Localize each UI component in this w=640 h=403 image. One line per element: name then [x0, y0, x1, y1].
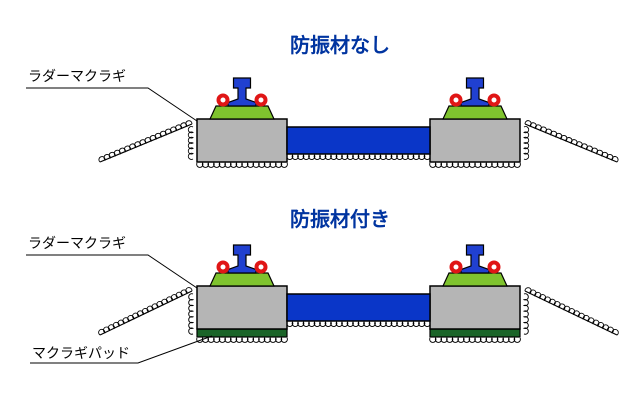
leader-line-sleeper — [26, 87, 198, 122]
section-title-with-damping: 防振材付き — [290, 209, 390, 231]
sleeper-block-right — [429, 285, 521, 330]
sleeper-block-left — [196, 285, 288, 330]
ground-hatching-under-left-pad — [196, 336, 288, 343]
ground-hatching-slope-right — [524, 120, 619, 163]
section-title-without-damping: 防振材なし — [290, 35, 390, 57]
ground-hatching-slope-left — [98, 287, 193, 336]
ground-hatching-slope-left — [98, 120, 193, 163]
label-ladder-sleeper-top: ラダーマクラギ — [28, 68, 126, 84]
ground-hatching-edge-right — [523, 126, 530, 160]
ladder-beam — [286, 126, 431, 155]
sleeper-pad-right — [429, 328, 521, 338]
ground-hatching-under-beam — [286, 154, 431, 160]
ground-slope-right — [524, 290, 618, 336]
ladder-beam — [286, 293, 431, 322]
ground-slope-left — [99, 290, 193, 336]
rail-assembly-left — [208, 76, 276, 121]
leader-line-sleeper — [26, 254, 198, 289]
ground-hatching-edge-left — [187, 126, 194, 160]
leader-line-pad — [30, 335, 213, 364]
ground-hatching-edge-right — [522, 293, 529, 335]
sleeper-block-right — [429, 118, 521, 163]
top-diagram — [26, 76, 619, 168]
bottom-diagram — [26, 243, 619, 364]
label-ladder-sleeper-bottom: ラダーマクラギ — [28, 235, 126, 251]
ground-hatching-under-beam — [286, 321, 431, 327]
label-sleeper-pad: マクラギパッド — [32, 345, 130, 361]
rail-assembly-left — [208, 243, 276, 288]
ground-hatching-under-left-block — [196, 161, 288, 168]
ground-hatching-under-right-block — [429, 161, 521, 168]
rail-assembly-right — [441, 76, 509, 121]
ground-hatching-under-right-pad — [429, 336, 521, 343]
ground-hatching-edge-left — [188, 293, 195, 335]
rail-assembly-right — [441, 243, 509, 288]
ground-hatching-slope-right — [524, 287, 619, 336]
sleeper-block-left — [196, 118, 288, 163]
sleeper-pad-left — [196, 328, 288, 338]
